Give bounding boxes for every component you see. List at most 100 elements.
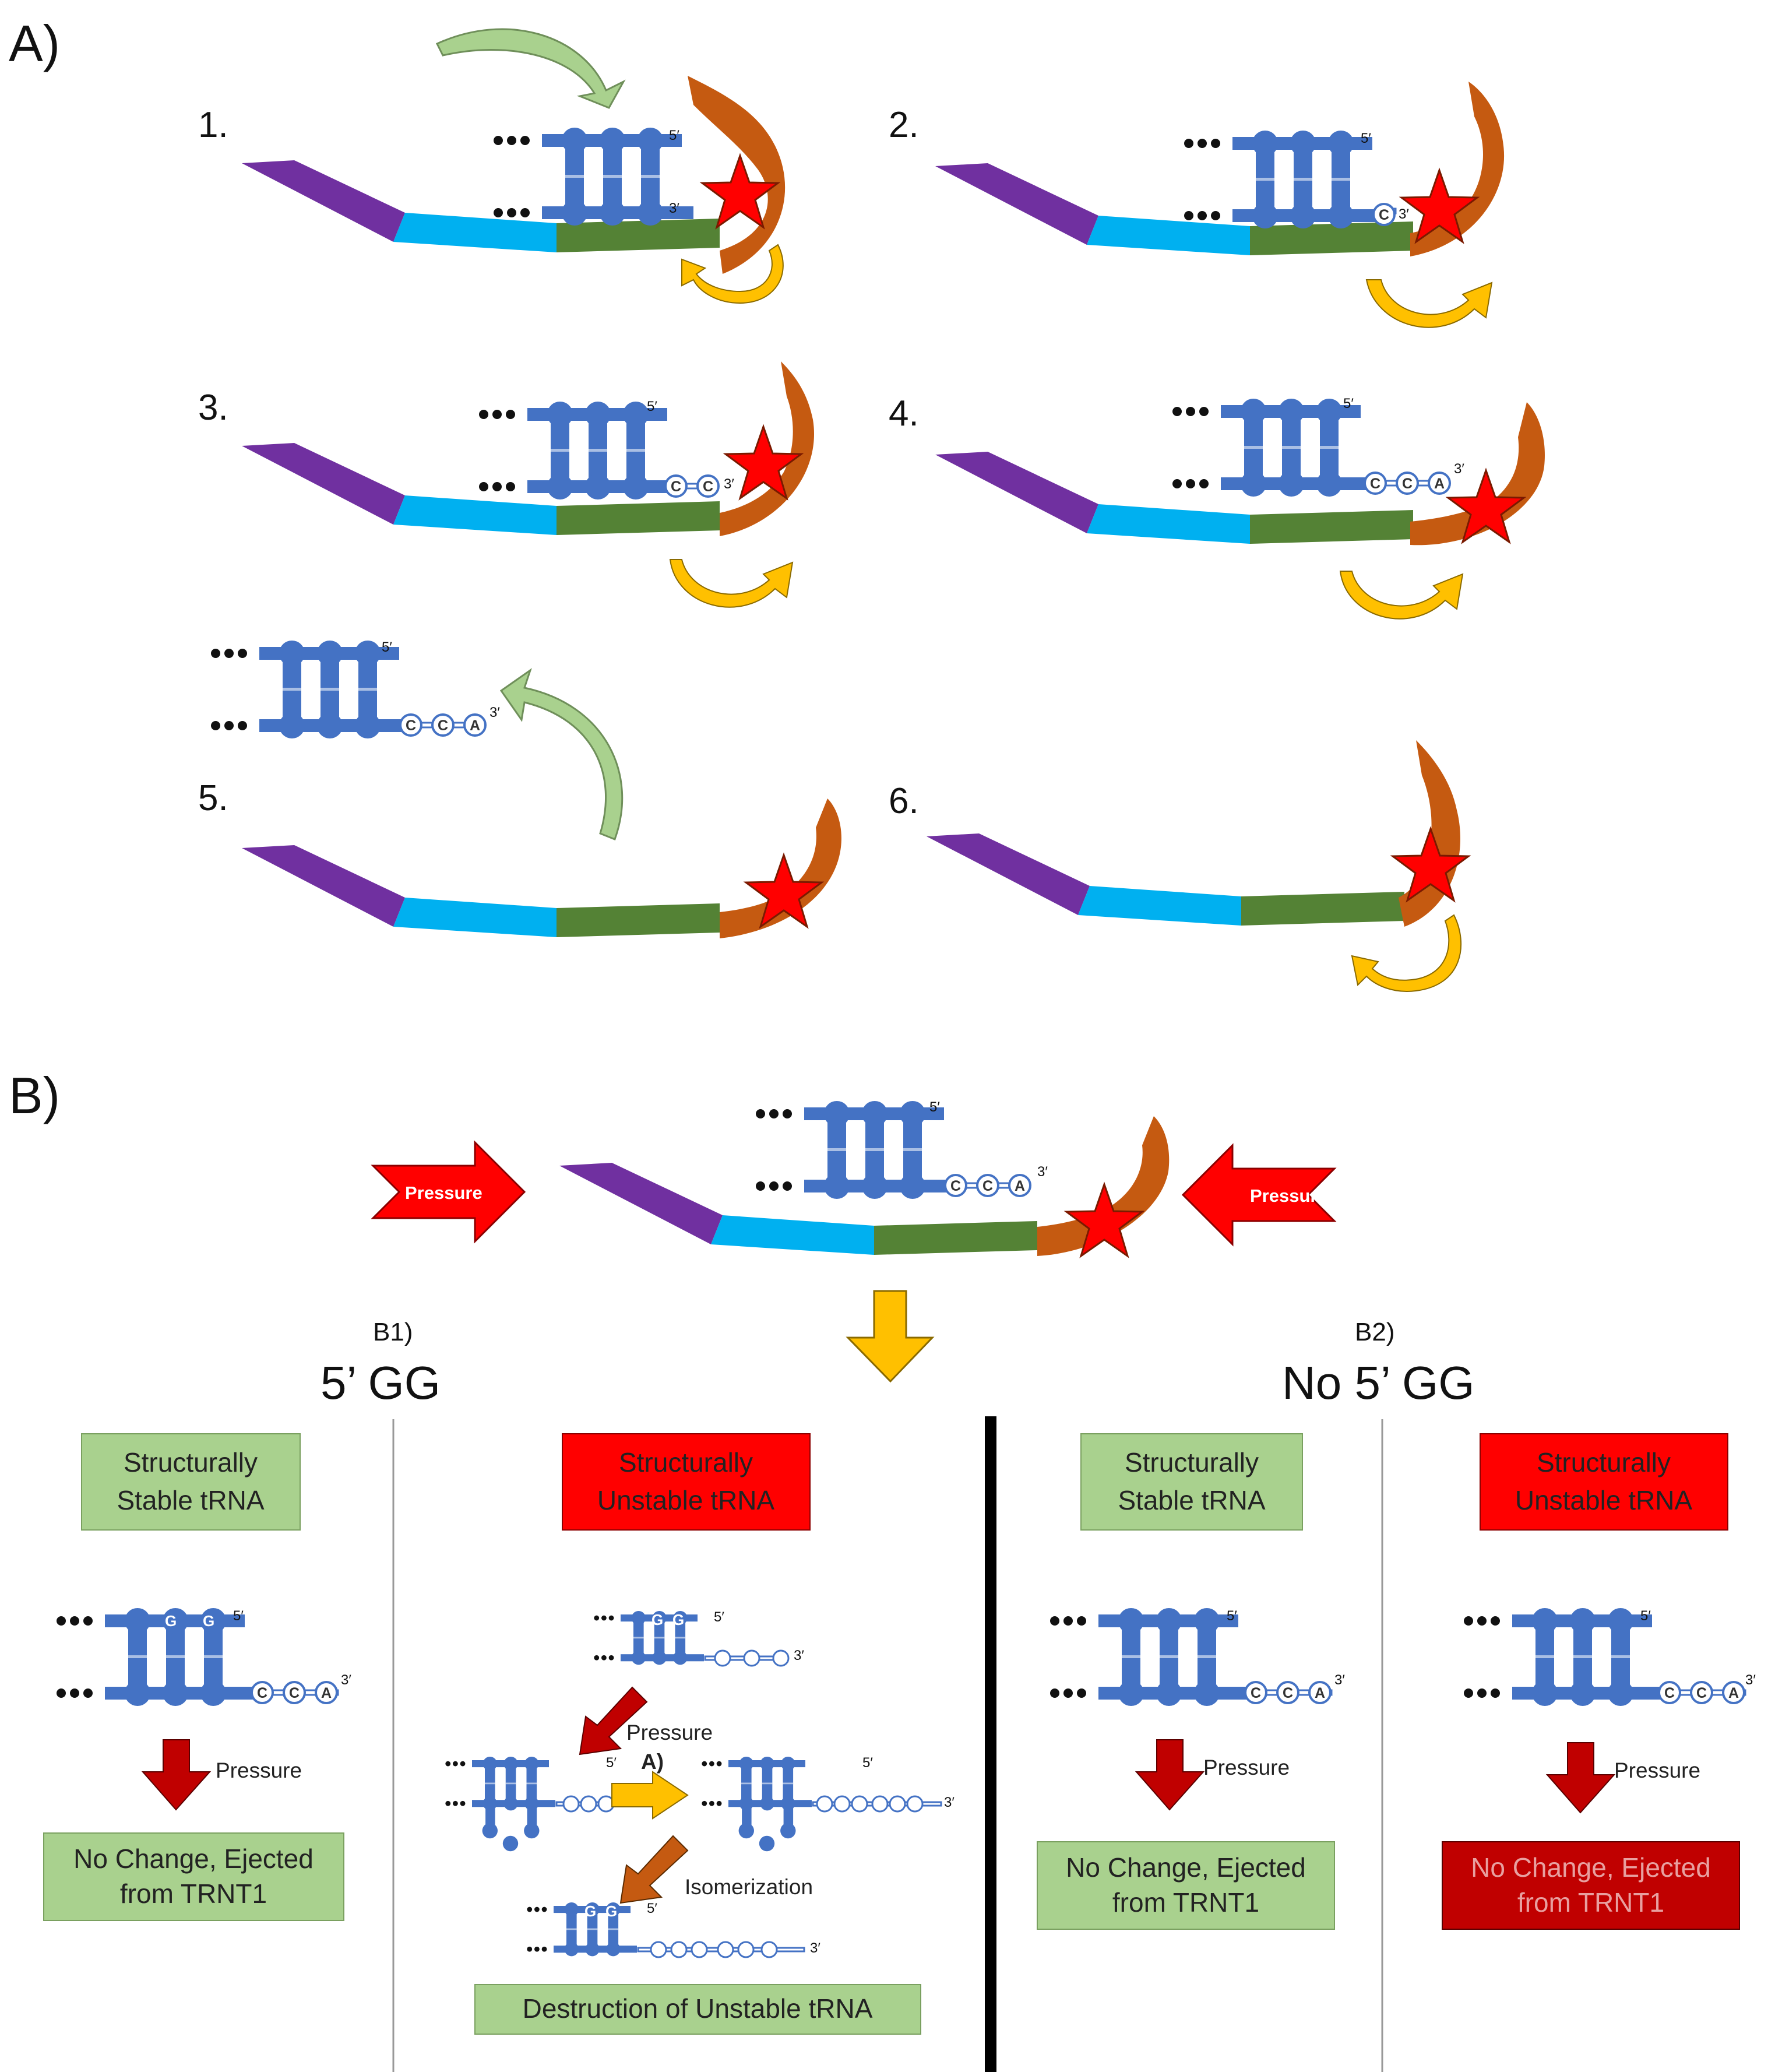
- b1-stable-arrow: [141, 1739, 212, 1811]
- svg-text:A: A: [470, 717, 480, 734]
- b1-unstable-trna-bulged: [445, 1756, 555, 1852]
- svg-text:G: G: [561, 1757, 572, 1774]
- svg-text:G: G: [817, 1757, 829, 1774]
- b1-pressure-arrow: [579, 1686, 648, 1756]
- step-3: 3. C C 5′ 3′: [198, 361, 815, 608]
- svg-text:A: A: [1315, 1685, 1325, 1701]
- panel-b-label: B): [9, 1067, 60, 1124]
- trna-stem-4: [1172, 399, 1372, 497]
- pressure-arrow-right: Pressure: [1181, 1143, 1337, 1247]
- step-2: 2. C 5′ 3′: [889, 82, 1505, 328]
- svg-text:A): A): [641, 1750, 664, 1774]
- svg-text:Pressure: Pressure: [1203, 1756, 1290, 1779]
- svg-text:A: A: [321, 1685, 332, 1701]
- b2-stable-arrow: [1135, 1739, 1205, 1811]
- enzyme-arm-2: [1410, 82, 1505, 256]
- central-trna-stem: [756, 1101, 956, 1199]
- yellow-curved-arrow-1: [681, 244, 784, 304]
- svg-text:G: G: [582, 1757, 593, 1774]
- svg-text:Structurally: Structurally: [124, 1447, 258, 1478]
- svg-text:G: G: [838, 1757, 850, 1774]
- svg-text:Stable tRNA: Stable tRNA: [1118, 1485, 1265, 1515]
- central-five-prime: 5′: [929, 1099, 940, 1115]
- svg-text:A: A: [1015, 1178, 1025, 1194]
- b1-unstable-column: Structurally Unstable tRNA G G 5′ 3′ Pre…: [445, 1433, 955, 2035]
- svg-text:from TRNT1: from TRNT1: [1517, 1887, 1664, 1918]
- five-prime-2: 5′: [1361, 131, 1371, 146]
- svg-text:3′: 3′: [1334, 1672, 1345, 1688]
- three-prime-1: 3′: [669, 200, 679, 216]
- b2-title: No 5’ GG: [1282, 1357, 1474, 1409]
- svg-text:Pressure: Pressure: [626, 1721, 713, 1744]
- trna-released-5: [211, 641, 411, 738]
- svg-text:5′: 5′: [647, 1901, 657, 1916]
- svg-text:Stable tRNA: Stable tRNA: [117, 1485, 264, 1515]
- enzyme-arm-3: [720, 361, 815, 536]
- step-1-number: 1.: [198, 105, 228, 145]
- svg-text:C: C: [982, 1178, 993, 1194]
- svg-text:C: C: [1370, 476, 1380, 492]
- b2-unstable-trna: [1464, 1608, 1664, 1706]
- svg-text:5′: 5′: [1640, 1608, 1651, 1624]
- svg-text:C: C: [1283, 1685, 1293, 1701]
- svg-text:G: G: [605, 1902, 617, 1920]
- svg-text:G: G: [584, 1902, 596, 1920]
- svg-text:from TRNT1: from TRNT1: [1112, 1887, 1259, 1918]
- central-three-prime: 3′: [1037, 1164, 1048, 1180]
- svg-text:No Change, Ejected: No Change, Ejected: [73, 1844, 314, 1874]
- svg-text:Unstable tRNA: Unstable tRNA: [597, 1485, 775, 1515]
- yellow-curved-arrow-6: [1351, 914, 1462, 992]
- svg-text:5′: 5′: [714, 1609, 724, 1625]
- svg-text:C: C: [1379, 207, 1389, 223]
- trna-stem-1: [494, 128, 693, 226]
- svg-text:C: C: [289, 1685, 300, 1701]
- three-prime-2: 3′: [1399, 206, 1409, 222]
- pressure-arrow-left: Pressure: [371, 1140, 526, 1244]
- b1-unstable-trna-extended: [702, 1756, 812, 1852]
- central-enzyme: [559, 1163, 1037, 1255]
- svg-text:5′: 5′: [233, 1608, 244, 1624]
- svg-text:3′: 3′: [1745, 1672, 1756, 1688]
- svg-text:3′: 3′: [794, 1648, 804, 1663]
- svg-text:C: C: [1696, 1685, 1707, 1701]
- svg-text:C: C: [950, 1178, 961, 1194]
- green-curved-arrow-5: [499, 668, 624, 840]
- svg-text:from TRNT1: from TRNT1: [120, 1878, 267, 1909]
- b2-stable-trna: [1050, 1608, 1250, 1706]
- b1-isomerization-arrow: [619, 1835, 689, 1904]
- b1-unstable-result: Destruction of Unstable tRNA: [523, 1993, 873, 2024]
- enzyme-6: [927, 833, 1404, 926]
- step-6-number: 6.: [889, 781, 919, 821]
- svg-text:3′: 3′: [944, 1795, 955, 1810]
- step-5: 5. C C A 5′ 3′: [198, 639, 841, 938]
- five-prime-4: 5′: [1343, 396, 1354, 411]
- step-4: 4. C C A 5′ 3′: [889, 393, 1545, 620]
- svg-text:A: A: [1434, 476, 1445, 492]
- step-2-number: 2.: [889, 105, 919, 145]
- svg-text:C: C: [438, 717, 448, 734]
- trna-stem-3: [479, 402, 679, 499]
- panel-a-label: A): [9, 15, 60, 72]
- enzyme-5: [242, 845, 720, 937]
- svg-text:C: C: [257, 1685, 267, 1701]
- svg-text:No Change, Ejected: No Change, Ejected: [1066, 1852, 1306, 1883]
- svg-text:No Change, Ejected: No Change, Ejected: [1471, 1852, 1711, 1883]
- b1-stable-trna: [57, 1608, 256, 1706]
- svg-text:G: G: [165, 1612, 177, 1630]
- svg-text:Structurally: Structurally: [1125, 1447, 1259, 1478]
- b2-unstable-arrow: [1545, 1742, 1616, 1814]
- svg-text:3′: 3′: [810, 1940, 820, 1956]
- green-curved-arrow-1: [435, 28, 626, 109]
- yellow-curved-arrow-4: [1339, 571, 1464, 620]
- b1-title: 5’ GG: [321, 1357, 441, 1409]
- enzyme-arm-4: [1410, 402, 1545, 546]
- svg-text:C: C: [406, 717, 416, 734]
- svg-text:Pressure: Pressure: [216, 1758, 302, 1782]
- b1-step-a-arrow: [611, 1771, 689, 1820]
- svg-text:C: C: [671, 479, 681, 495]
- enzyme-4: [935, 452, 1413, 544]
- three-prime-4: 3′: [1454, 461, 1464, 477]
- down-arrow-yellow: [846, 1290, 935, 1383]
- five-prime-1: 5′: [669, 128, 679, 143]
